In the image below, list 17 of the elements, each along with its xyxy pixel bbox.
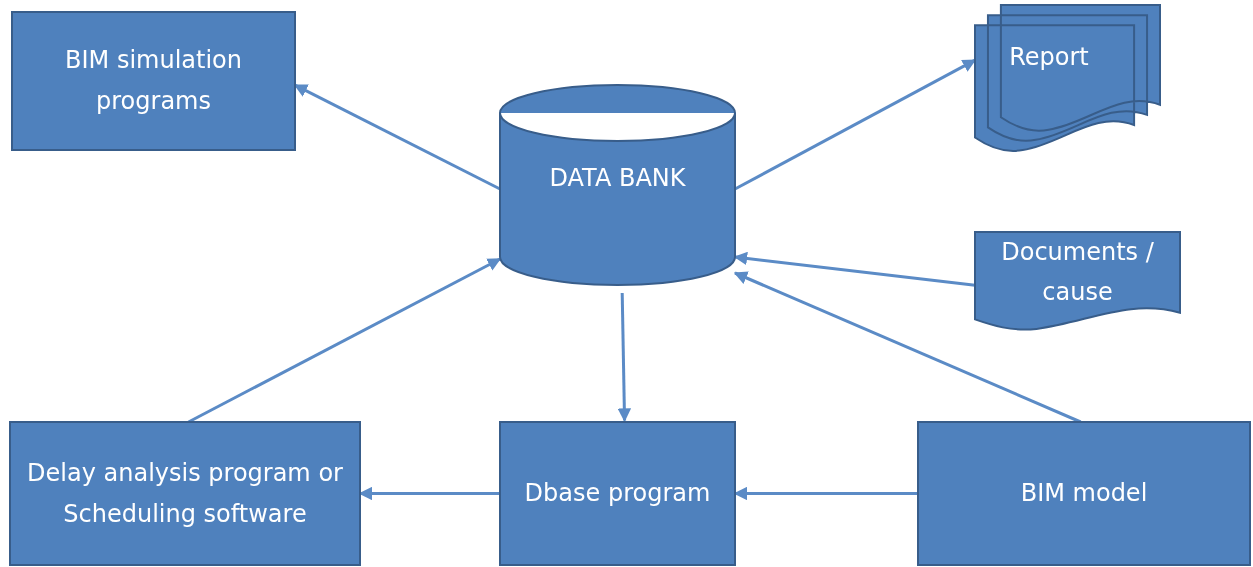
process-box (918, 422, 1250, 565)
arrow (734, 58, 977, 191)
node-label: Delay analysis program or Scheduling software (26, 457, 344, 530)
arrow (733, 251, 976, 287)
arrow (187, 257, 502, 424)
node-label: Dbase program (524, 478, 711, 510)
node-label: BIM simulation programs (64, 45, 243, 117)
process-box (12, 12, 295, 150)
node-label: DATA BANK (549, 162, 686, 194)
arrow (733, 271, 1082, 424)
report-document-stack (975, 5, 1160, 150)
process-box (10, 422, 360, 565)
arrow (617, 292, 632, 422)
database-cylinder (500, 85, 735, 285)
node-label: Report (1009, 41, 1089, 73)
process-box (500, 422, 735, 565)
node-label: BIM model (1020, 478, 1148, 510)
